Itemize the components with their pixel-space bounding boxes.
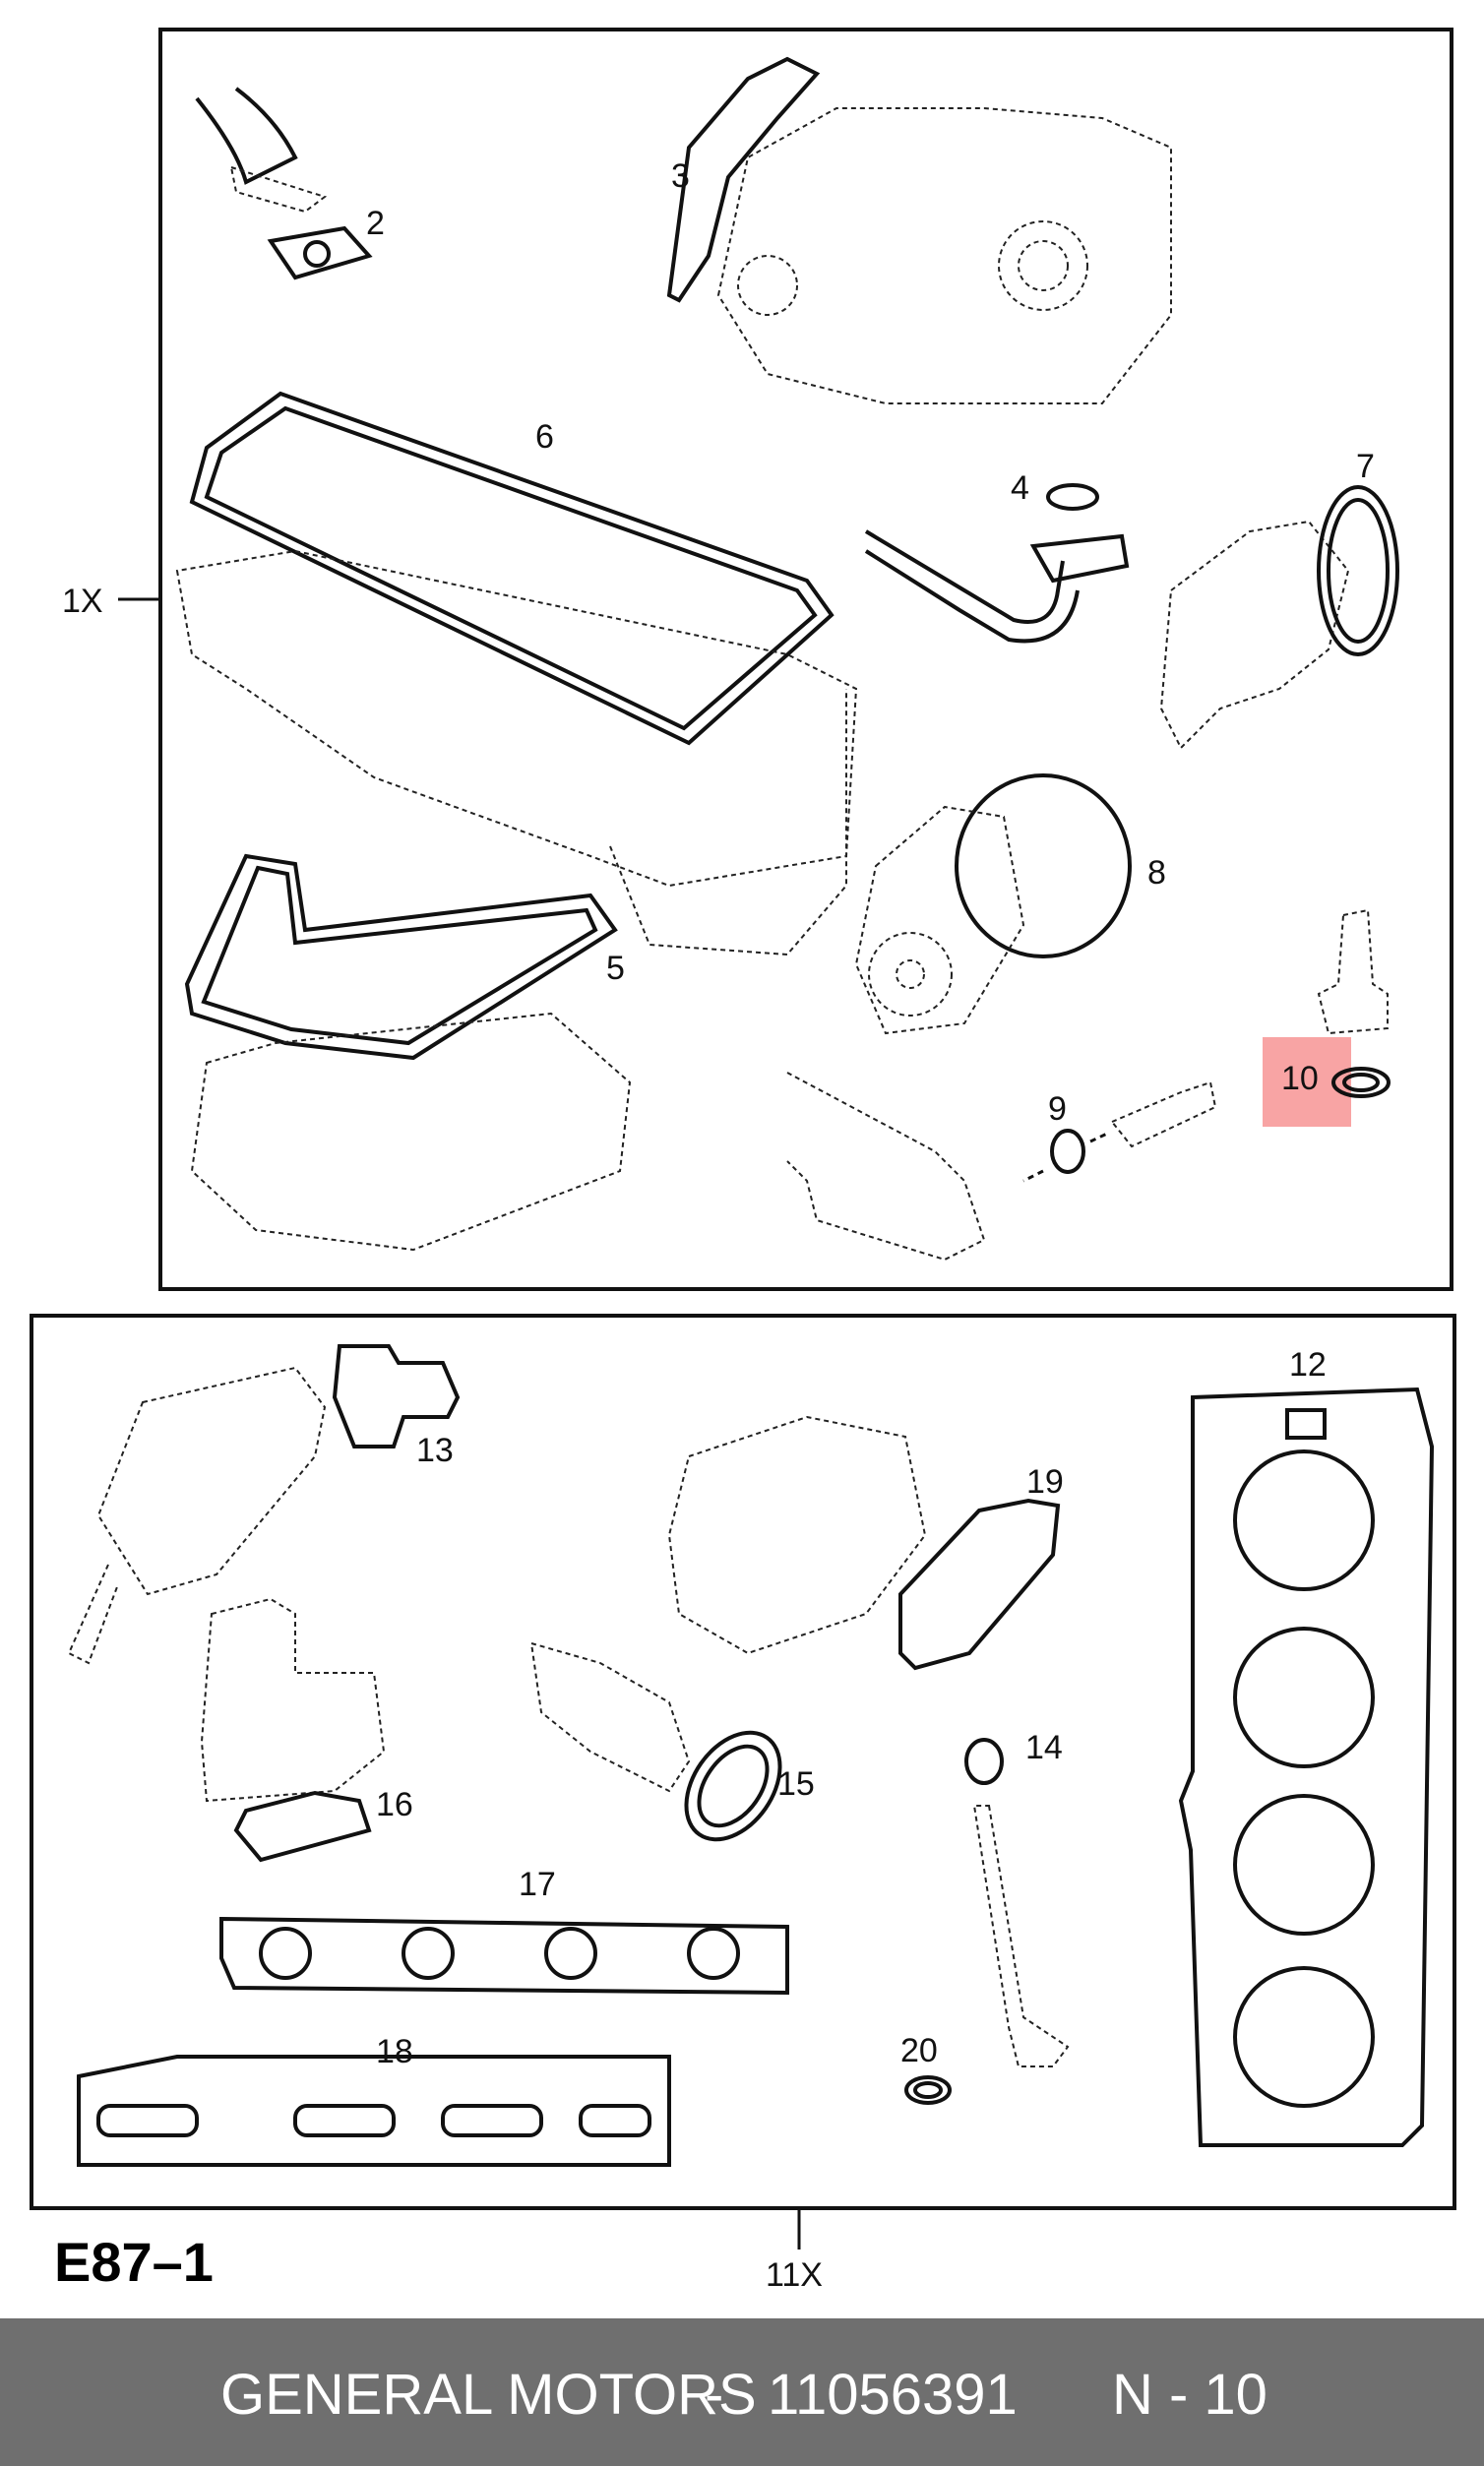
callout-13: 13: [416, 1432, 454, 1469]
callout-14: 14: [1025, 1729, 1063, 1766]
callout-15: 15: [777, 1765, 815, 1803]
part-6-drawing: [175, 391, 858, 956]
callout-18: 18: [376, 2033, 413, 2070]
callout-8: 8: [1147, 854, 1166, 892]
part-5-drawing: [184, 853, 632, 1252]
callout-7: 7: [1356, 448, 1375, 485]
exploded-parts-diagram: 1X 11X 2 3 4 5 6 7 8 9 10 12 13 14 15 16…: [30, 28, 1456, 2294]
upper-kit-frame: [158, 28, 1453, 1291]
callout-10: 10: [1281, 1060, 1319, 1097]
callout-20: 20: [900, 2032, 938, 2069]
callout-12: 12: [1289, 1346, 1327, 1384]
kit-label-upper: 1X: [62, 583, 103, 620]
callout-3: 3: [671, 157, 690, 195]
part-16-drawing: [200, 1597, 386, 1863]
footer-brand: GENERAL MOTORS: [220, 2363, 757, 2427]
part-17-drawing: [219, 1916, 789, 1996]
footer-bar: GENERAL MOTORS - 11056391 N - 10: [0, 2318, 1484, 2466]
callout-19: 19: [1026, 1463, 1064, 1501]
part-15-drawing: [529, 1641, 782, 1842]
callout-16: 16: [376, 1786, 413, 1823]
part-12-drawing: [1178, 1387, 1435, 2147]
part-10-drawing: [1317, 908, 1391, 1098]
part-20-drawing: [904, 2075, 952, 2105]
part-2-drawing: [195, 87, 373, 280]
footer-position: N - 10: [1112, 2363, 1268, 2427]
highlight-box-part-10: [1263, 1037, 1351, 1127]
part-13-drawing: [67, 1344, 461, 1665]
part-4-drawing: [864, 483, 1130, 644]
callout-6: 6: [535, 418, 554, 456]
callout-2: 2: [366, 205, 385, 242]
figure-code: E87–1: [54, 2231, 214, 2293]
lower-kit-frame: [30, 1314, 1456, 2210]
footer-part-number: 11056391: [768, 2363, 1018, 2427]
callout-17: 17: [519, 1866, 556, 1903]
kit-label-lower: 11X: [766, 2256, 823, 2294]
part-3-drawing: [666, 56, 1172, 404]
callout-5: 5: [606, 950, 625, 987]
part-19-drawing: [667, 1415, 1061, 1671]
footer-separator: -: [705, 2363, 724, 2427]
part-7-drawing: [1159, 485, 1399, 750]
part-8-drawing: [854, 773, 1132, 1035]
part-18-drawing: [77, 2055, 671, 2167]
part-9-drawing: [786, 1072, 1217, 1262]
callout-9: 9: [1048, 1090, 1067, 1128]
part-14-drawing: [964, 1738, 1070, 2067]
callout-4: 4: [1011, 469, 1029, 507]
